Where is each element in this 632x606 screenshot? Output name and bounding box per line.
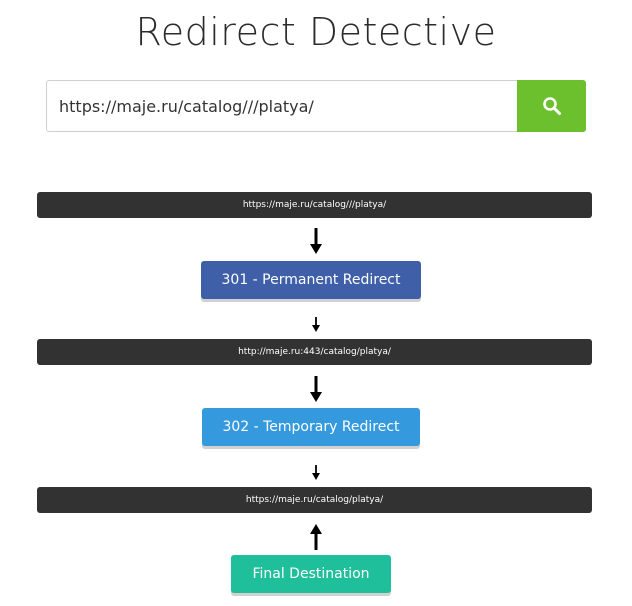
search-button[interactable] [517,80,586,132]
redirect-url-2: http://maje.ru:443/catalog/platya/ [37,339,592,365]
redirect-url-3: https://maje.ru/catalog/platya/ [37,487,592,513]
status-302-badge: 302 - Temporary Redirect [202,408,420,446]
arrow-down-icon [306,228,326,254]
final-destination-badge: Final Destination [231,555,391,593]
arrow-up-icon [306,524,326,550]
arrow-down-icon [306,465,326,480]
url-input[interactable] [46,80,517,132]
page-title: Redirect Detective [135,10,497,54]
arrow-down-icon [306,317,326,332]
arrow-down-icon [306,376,326,402]
status-301-badge: 301 - Permanent Redirect [201,261,421,299]
search-icon [542,97,561,115]
search-form [46,80,586,132]
redirect-url-1: https://maje.ru/catalog///platya/ [37,192,592,218]
